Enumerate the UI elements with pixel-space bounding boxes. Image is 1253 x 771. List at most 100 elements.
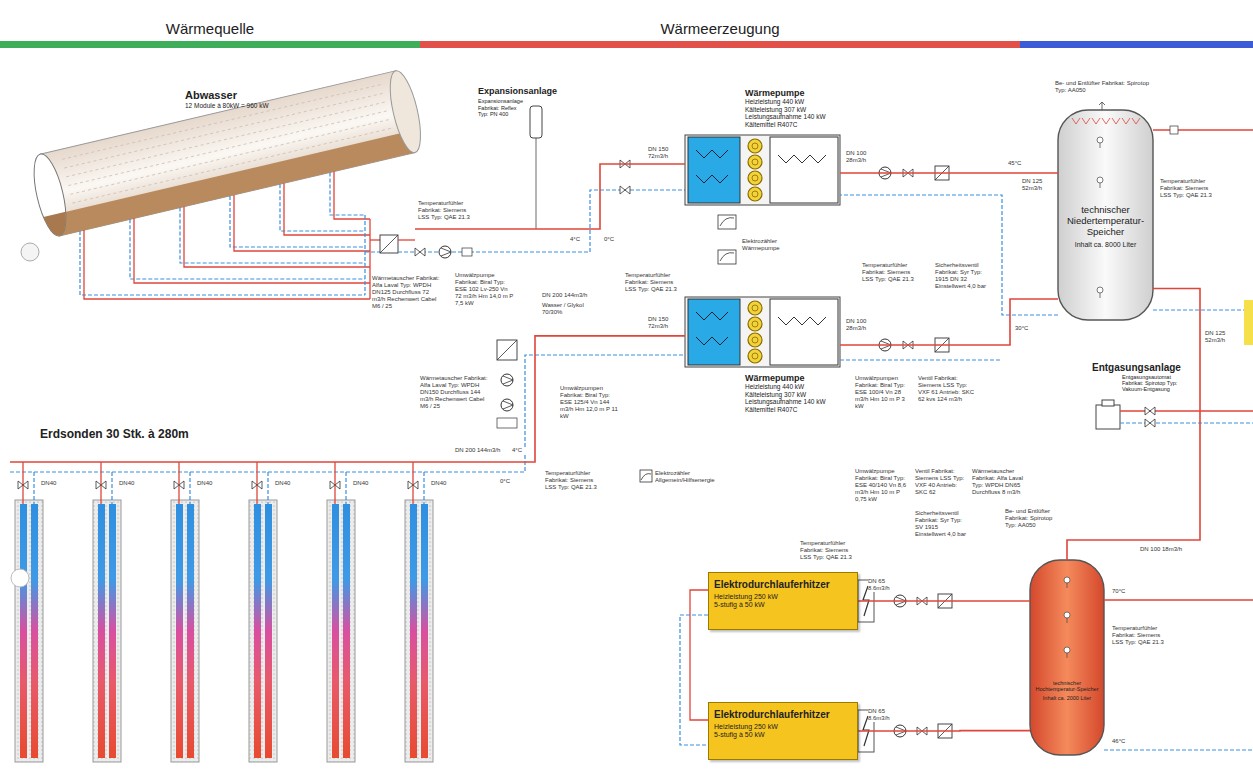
expansion-line <box>536 138 537 229</box>
module-supply-line <box>234 195 370 251</box>
heat-pump-housing <box>685 297 840 367</box>
sensor-symbol <box>1097 177 1103 183</box>
spec-label: 70°C <box>1112 588 1132 595</box>
spec-label: 30°C <box>1015 325 1035 332</box>
compressor <box>748 301 762 315</box>
sensor-symbol <box>1097 287 1103 293</box>
probe-tube <box>332 504 339 758</box>
spec-label: DN 125 52m3/h <box>1022 178 1054 192</box>
spec-label: DN 65 8.6m3/h <box>868 708 908 722</box>
condenser <box>770 299 838 365</box>
pump-symbol <box>503 376 513 384</box>
component-spec: 5-stufig à 50 kW <box>714 601 852 609</box>
degassing-unit <box>1096 405 1120 429</box>
electricity-meter <box>640 470 652 482</box>
spec-label: Wärmetauscher Fabrikat: Alfa Laval Typ: … <box>972 468 1030 496</box>
valve-symbol <box>408 481 418 489</box>
fitting <box>1170 126 1178 134</box>
spec-label: DN 125 52m3/h <box>1205 330 1239 344</box>
punch-hole <box>11 569 29 587</box>
compressor <box>748 349 762 363</box>
heat-exchanger-symbol <box>497 340 517 360</box>
compressor <box>752 175 758 181</box>
compressor <box>752 321 758 327</box>
wastewater <box>43 212 70 238</box>
return-pipe <box>680 615 708 745</box>
storage-tank <box>1030 560 1104 755</box>
flow-meter <box>497 418 517 428</box>
sewer-pipe-end <box>28 151 72 239</box>
module-supply-line <box>284 183 370 235</box>
spec-label: Umwälzpumpen Fabrikat: Biral Typ: ESE 10… <box>855 375 910 409</box>
compressor <box>752 305 758 311</box>
valve-symbol <box>620 186 630 194</box>
collector <box>364 215 365 295</box>
component-box: EntgasungsanlageEntgasungsautomat Fabrik… <box>1092 362 1232 402</box>
supply-pipe <box>398 239 415 240</box>
spec-label: DN 100 18m3/h <box>1140 546 1185 553</box>
electricity-meter <box>720 218 734 226</box>
valve-symbol <box>1145 419 1155 427</box>
probe-tube <box>109 504 116 758</box>
sensor-symbol <box>1067 583 1068 588</box>
component-box: technischer Hochtemperatur-SpeicherInhal… <box>1030 560 1104 755</box>
component-title: technischer Niedertemperatur-Speicher <box>1063 205 1148 238</box>
borehole <box>249 500 277 762</box>
punch-hole <box>21 243 39 261</box>
spec-label: Wasser / Glykol 70/30% <box>542 302 602 316</box>
inlet-diffuser <box>1122 118 1130 124</box>
spec-label: Elektrozähler Wärmepumpe <box>742 238 782 252</box>
borehole <box>327 500 355 762</box>
probe-return <box>423 472 424 504</box>
page-marker <box>1244 300 1253 345</box>
condenser-coil <box>778 317 826 325</box>
component-title: technischer Hochtemperatur-Speicher <box>1034 680 1100 693</box>
sensor-symbol <box>1064 577 1070 583</box>
spec-label: Temperaturfühler Fabrikat: Siemens LSS T… <box>625 272 680 293</box>
component-title: Elektrodurchlauferhitzer <box>714 579 852 591</box>
spec-label: DN 65 8.6m3/h <box>868 578 908 592</box>
sensor-symbol <box>1064 612 1070 618</box>
spec-label: Sicherheitsventil Fabrikat: Syr Typ: SV … <box>915 510 970 538</box>
component-spec: Inhalt ca. 8000 Liter <box>1063 241 1148 249</box>
probe-tube <box>20 504 27 758</box>
component-spec: Heizleistung 250 kW <box>714 723 852 731</box>
module-return-line <box>180 208 365 263</box>
pipe-module-line <box>70 119 391 194</box>
probe-supply <box>256 462 257 504</box>
module-return-line <box>280 184 365 231</box>
component-title: Wärmequelle <box>0 20 420 37</box>
pump-symbol <box>503 401 513 409</box>
probe-supply <box>334 462 335 504</box>
return-pipe <box>398 190 685 252</box>
collector <box>365 251 380 252</box>
return-pipe <box>1120 422 1253 423</box>
heat-pump-housing <box>685 135 840 205</box>
pump-symbol <box>501 399 513 411</box>
valve-symbol <box>252 481 262 489</box>
sewer-pipe-end <box>384 68 427 155</box>
module-supply-line <box>84 230 370 299</box>
spec-label: Be- und Entlüfter Fabrikat: Spirotop Typ… <box>1005 508 1060 529</box>
component-title: Wärmepumpe <box>745 373 840 383</box>
inlet-diffuser <box>1082 118 1090 124</box>
spec-label: DN40 <box>275 480 299 487</box>
component-spec: Heizleistung 250 kW <box>714 593 852 601</box>
pipe-connector <box>415 164 685 229</box>
component-title: Expansionsanlage <box>478 86 578 96</box>
return-pipe <box>840 195 1058 315</box>
component-spec: Kälteleistung 307 kW <box>745 106 840 113</box>
section-bar <box>1020 41 1253 48</box>
component-box: WärmepumpeHeizleistung 440 kWKälteleistu… <box>685 86 840 206</box>
component-title: Wärmepumpe <box>745 88 840 98</box>
spec-label: Temperaturfühler Fabrikat: Siemens LSS T… <box>1160 178 1215 199</box>
probe-tube <box>410 504 417 758</box>
condenser <box>770 137 838 203</box>
inlet-diffuser <box>1102 118 1110 124</box>
sewer-pipe <box>40 71 415 236</box>
component-box: ElektrodurchlauferhitzerHeizleistung 250… <box>708 572 858 630</box>
pipe-module-line <box>68 110 389 185</box>
probe-tube <box>31 504 38 758</box>
probe-tube <box>421 504 428 758</box>
